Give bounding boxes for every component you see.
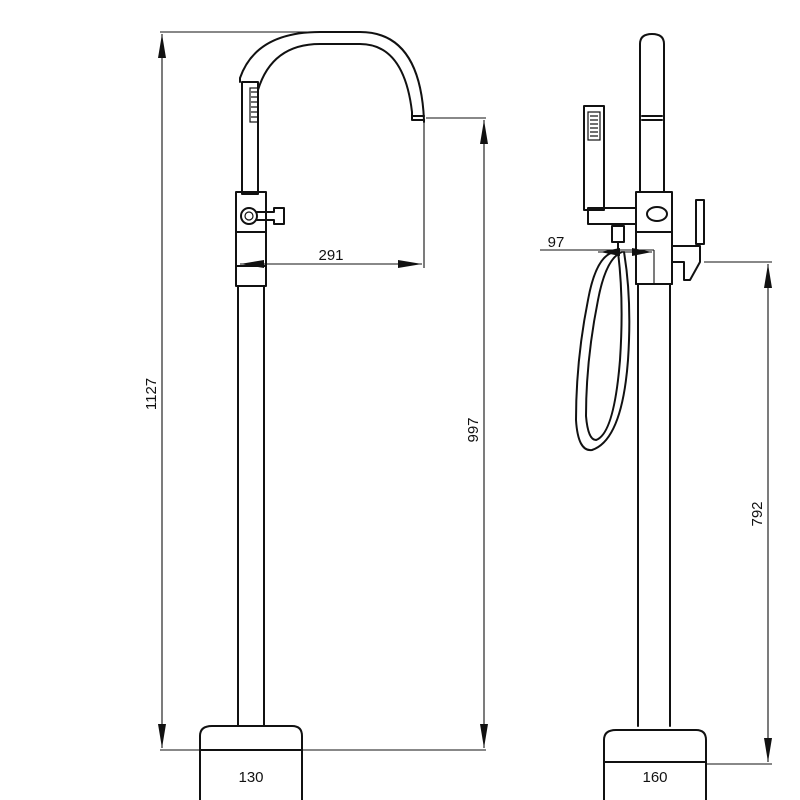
lever-side [695, 199, 705, 245]
dim-label-160: 160 [642, 769, 667, 786]
side-dimensions: 97 792 160 [540, 234, 772, 786]
base-side [603, 729, 707, 800]
dim-label-1127: 1127 [143, 378, 160, 410]
diverter-knob-icon [240, 207, 258, 225]
handshower-side [583, 105, 605, 211]
spout-arc [239, 31, 425, 123]
diverter-knob-side-icon [646, 206, 668, 222]
hose [575, 251, 631, 452]
spout-arc-inner [257, 43, 425, 117]
base-front [199, 725, 303, 800]
lever-front [256, 207, 285, 225]
side-view [575, 33, 707, 800]
dim-label-792: 792 [749, 501, 766, 526]
diverter-block-front [235, 231, 267, 287]
dim-label-291: 291 [318, 247, 343, 264]
spout-side [639, 33, 665, 193]
handshower-nozzle-side [587, 111, 601, 141]
hose-connector [611, 225, 625, 243]
dim-label-97: 97 [548, 234, 565, 251]
front-view [199, 31, 425, 800]
spout-outlet [411, 115, 425, 121]
dim-label-130: 130 [238, 769, 263, 786]
handshower-front [241, 81, 259, 195]
handshower-head-front [249, 87, 259, 123]
front-dimensions: 1127 997 291 130 [143, 31, 488, 786]
dim-label-997: 997 [465, 417, 482, 442]
